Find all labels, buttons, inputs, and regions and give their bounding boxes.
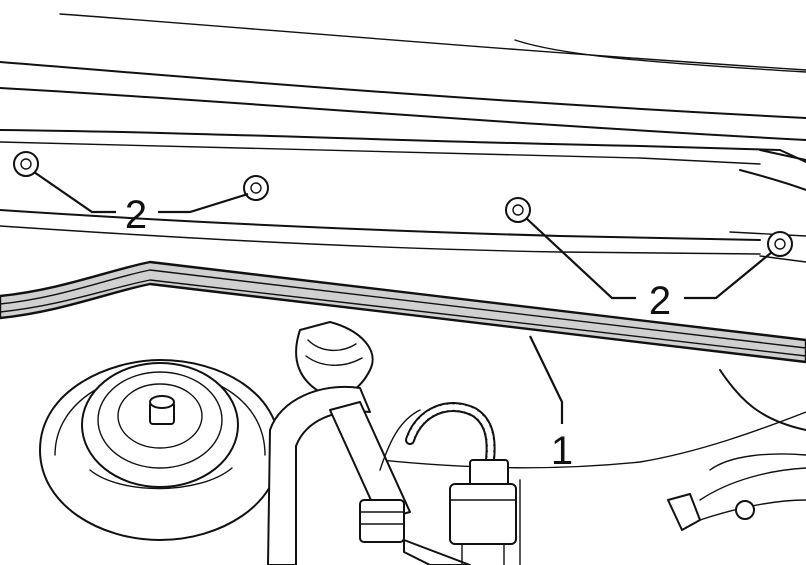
strut-brace: [0, 260, 806, 364]
strut-mount: [39, 359, 281, 541]
leader-lines: [33, 171, 773, 424]
hoses-harness: [267, 321, 471, 565]
callout-label-1: 1: [551, 429, 573, 473]
callout-label-2-left: 2: [125, 193, 147, 237]
right-components: [667, 453, 806, 531]
nut-4: [767, 231, 793, 257]
callout-label-2-right: 2: [649, 279, 671, 323]
nut-2: [243, 175, 269, 201]
nut-1: [13, 151, 39, 177]
nut-3: [505, 197, 531, 223]
cowl-panel: [0, 13, 806, 263]
sensor-connector: [405, 402, 517, 565]
bulkhead: [379, 369, 806, 565]
